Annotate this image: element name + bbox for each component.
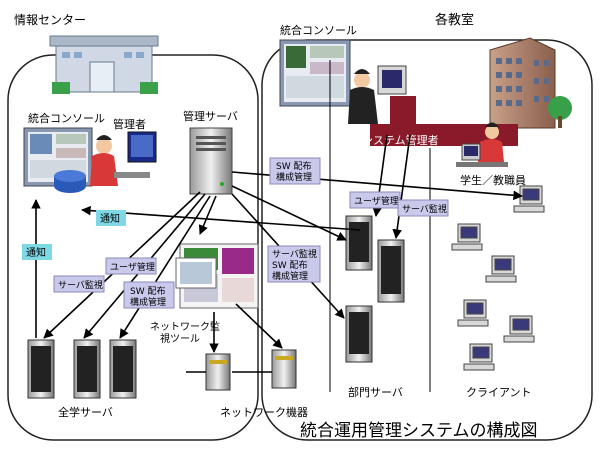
server-mon-left-text: サーバ監視 bbox=[58, 279, 103, 291]
student-staff-person-icon bbox=[456, 122, 508, 167]
nw-tool-label: ネットワーク監 bbox=[150, 320, 220, 333]
console-right-screen-icon bbox=[279, 39, 351, 107]
user-mgmt-left-box bbox=[105, 257, 157, 275]
user-mgmt-left-text: ユーザ管理 bbox=[110, 261, 155, 273]
nw-tool-label: 視ツール bbox=[160, 332, 200, 345]
notify-box bbox=[22, 244, 52, 260]
management-server-icon bbox=[189, 127, 233, 195]
server-mon-right-box bbox=[397, 199, 449, 217]
region-classrooms-label: 各教室 bbox=[435, 12, 474, 28]
student-staff-label: 学生／教職員 bbox=[460, 173, 526, 187]
region-classrooms bbox=[261, 39, 593, 441]
connector-lines bbox=[31, 60, 523, 392]
console-right-label: 統合コンソール bbox=[280, 23, 357, 37]
console-left-screen-icon bbox=[23, 127, 93, 193]
info-center-building-icon bbox=[49, 35, 159, 94]
region-info-center-label: 情報センター bbox=[14, 13, 86, 27]
client-pc-icon bbox=[451, 185, 545, 371]
label-boxes: 通知 通知 ユーザ管理 サーバ監視 SW 配布構成管理 SW 配布構成管理 サー… bbox=[22, 157, 449, 309]
nw-tool-label: ネットワーク監 視ツール bbox=[150, 320, 223, 345]
dept-admin-label: 部門システム管理者 bbox=[340, 133, 439, 147]
university-server-icon bbox=[27, 339, 137, 399]
administrator-person-icon bbox=[90, 131, 157, 186]
clients-label: クライアント bbox=[466, 386, 532, 399]
network-monitor-tool-icon bbox=[175, 243, 259, 309]
user-mgmt-right-text: ユーザ管理 bbox=[354, 195, 399, 207]
network-device-icon bbox=[205, 349, 297, 391]
classroom-building-icon bbox=[489, 37, 572, 129]
sw-dist-top-box bbox=[269, 157, 321, 185]
notify-box-text: 通知 bbox=[100, 212, 120, 225]
mgmt-server-label: 管理サーバ bbox=[183, 109, 238, 123]
department-server-icon bbox=[345, 215, 405, 363]
dept-servers-label: 部門サーバ bbox=[348, 385, 403, 399]
server-mon-left-box bbox=[53, 275, 105, 293]
sw-dist-left-text: SW 配布構成管理 bbox=[130, 285, 166, 308]
notify-box-text: 通知 bbox=[26, 246, 46, 259]
console-left-label: 統合コンソール bbox=[28, 111, 105, 125]
department-admin-person-icon bbox=[348, 65, 518, 146]
all-servers-label: 全学サーバ bbox=[58, 405, 113, 419]
admin-label: 管理者 bbox=[113, 117, 146, 131]
diagram-title: 統合運用管理システムの構成図 bbox=[300, 421, 538, 441]
nw-devices-label: ネットワーク機器 bbox=[220, 405, 308, 419]
server-sw-mid-box bbox=[267, 245, 321, 283]
notify-box bbox=[96, 210, 126, 226]
sw-dist-top-text: SW 配布構成管理 bbox=[276, 160, 312, 183]
sw-dist-left-box bbox=[123, 281, 175, 309]
server-mon-right-text: サーバ監視 bbox=[402, 203, 447, 215]
